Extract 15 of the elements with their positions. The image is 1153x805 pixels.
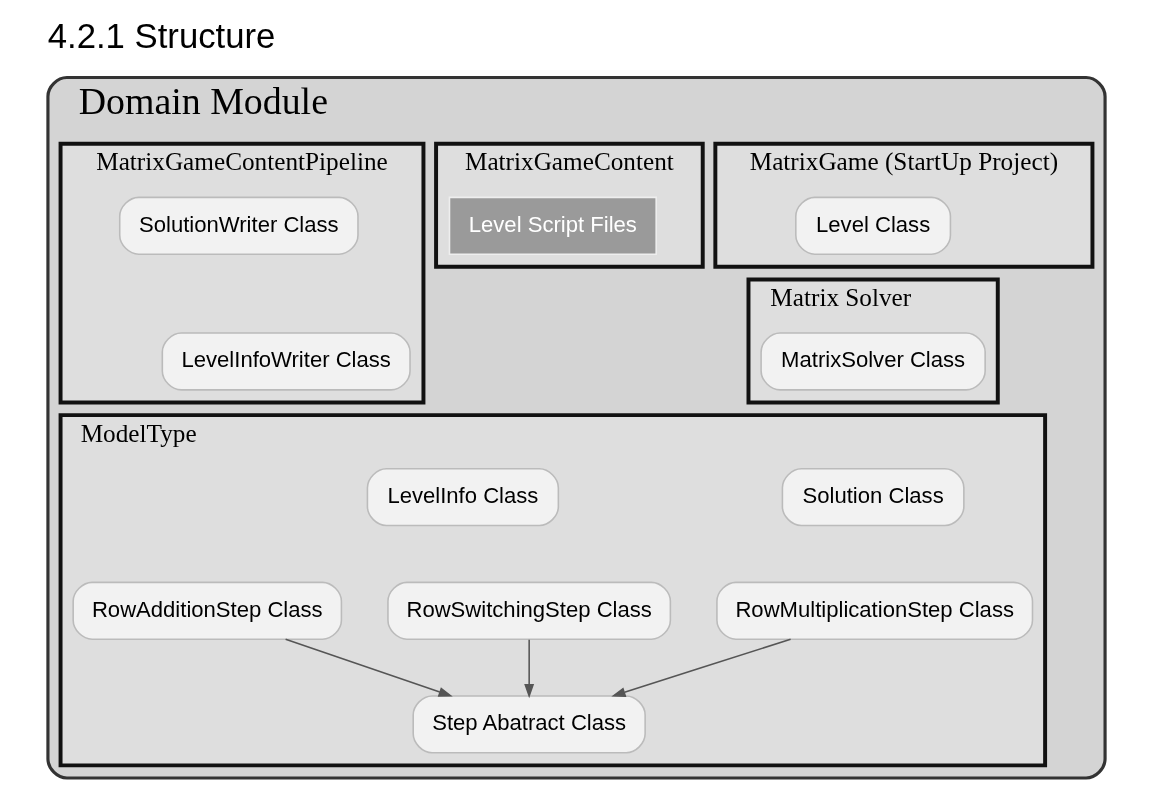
node-box: Step Abatract Class [412, 695, 646, 754]
arrow [524, 638, 535, 699]
node-box: RowSwitchingStep Class [387, 581, 672, 640]
node-box: MatrixSolver Class [760, 332, 986, 391]
node-box: Solution Class [781, 467, 965, 527]
node-box: LevelInfo Class [366, 467, 560, 527]
node-box: SolutionWriter Class [118, 196, 359, 255]
diagram-title: 4.2.1 Structure [47, 17, 276, 56]
node-box: RowAdditionStep Class [72, 581, 343, 640]
node-box: Level Class [795, 196, 952, 255]
arrow [284, 638, 453, 697]
node-box: LevelInfoWriter Class [161, 332, 411, 391]
node-box: RowMultiplicationStep Class [716, 581, 1034, 640]
arrow [611, 638, 792, 697]
node-box: Level Script Files [448, 196, 657, 255]
